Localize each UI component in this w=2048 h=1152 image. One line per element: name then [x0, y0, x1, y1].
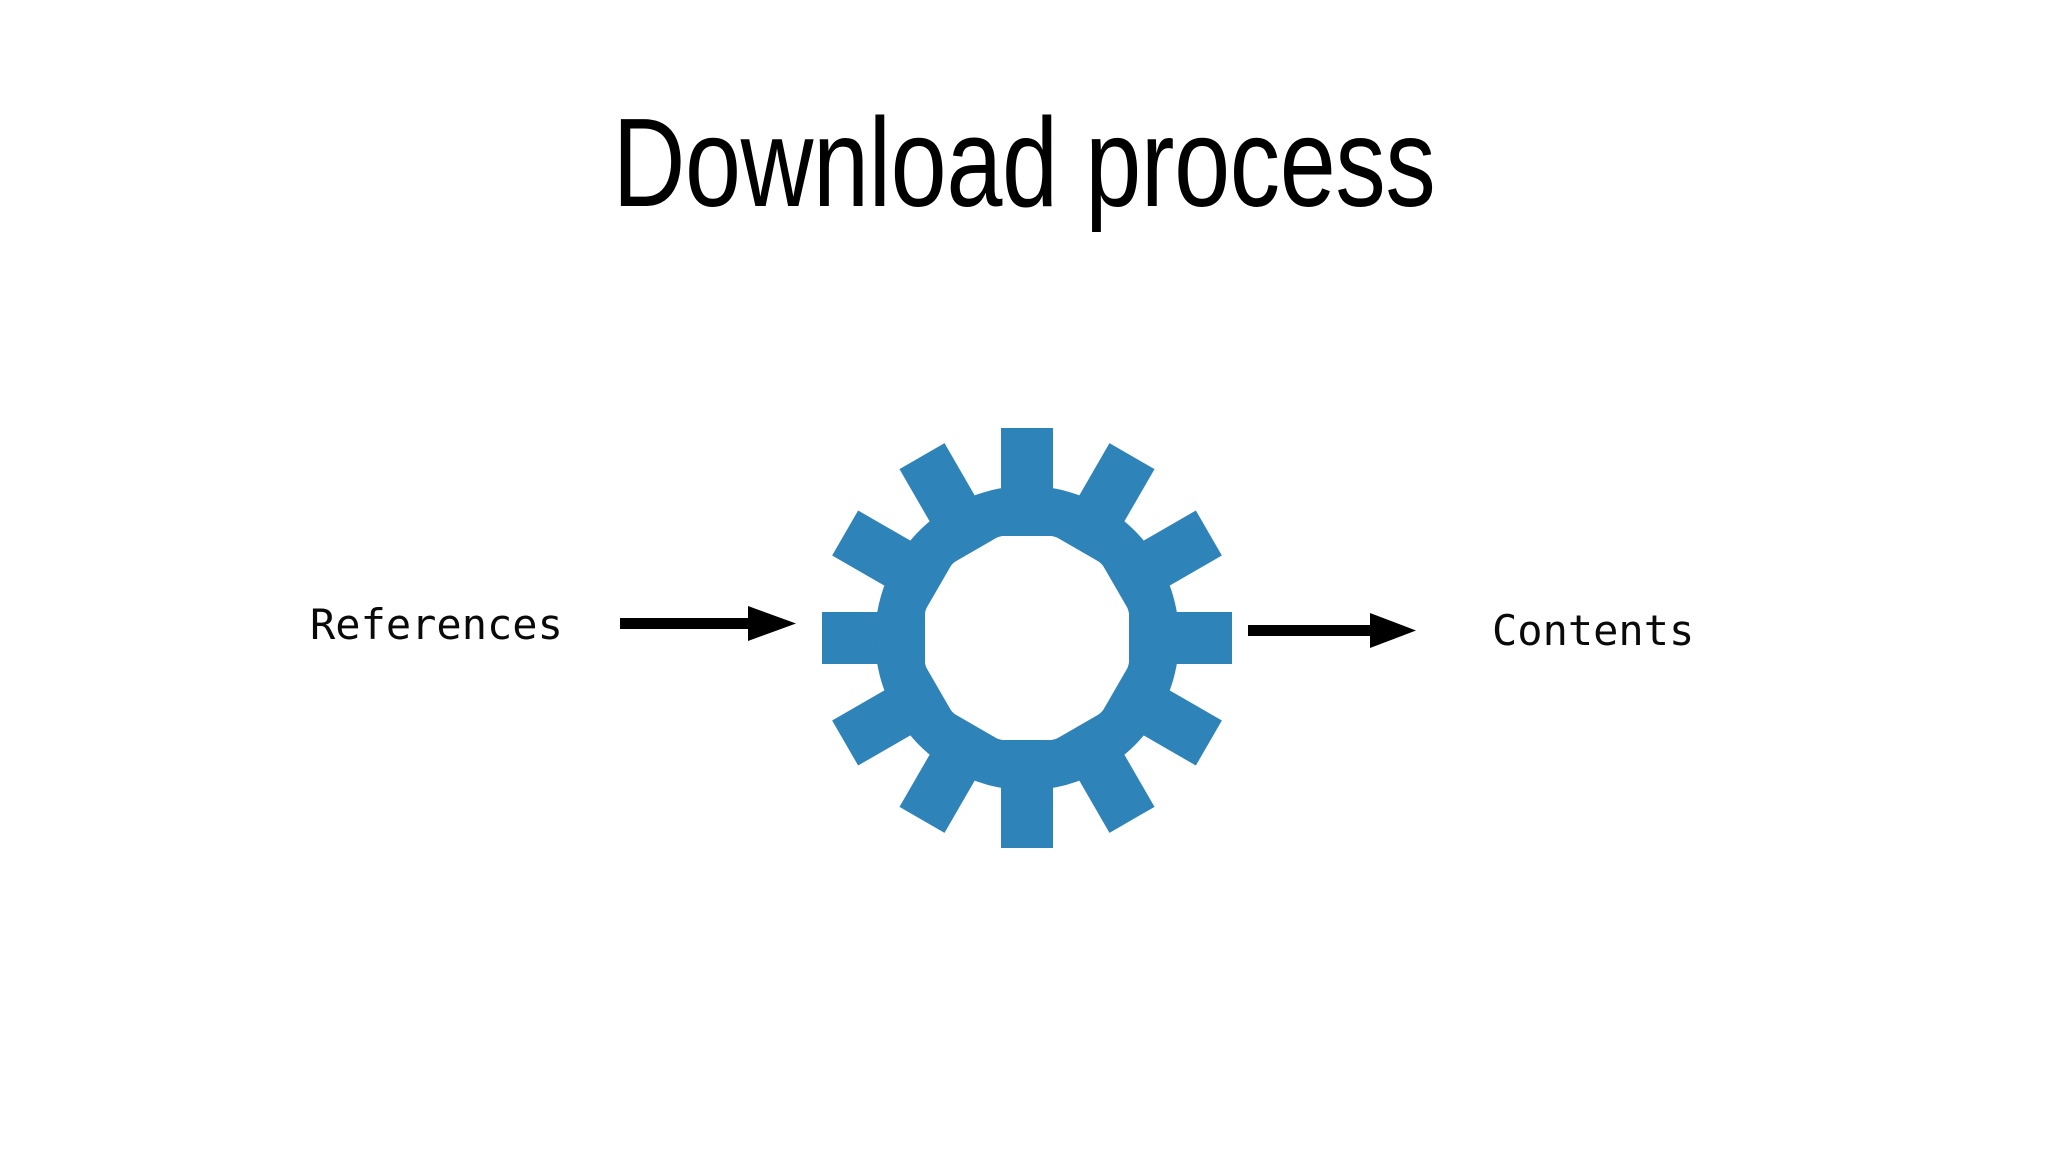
output-arrow — [1248, 608, 1416, 652]
output-node-label: Contents — [1492, 606, 1695, 655]
input-node-label: References — [310, 600, 563, 649]
input-arrow — [620, 601, 796, 645]
page-title: Download process — [612, 92, 1436, 233]
gear-icon — [822, 428, 1232, 848]
